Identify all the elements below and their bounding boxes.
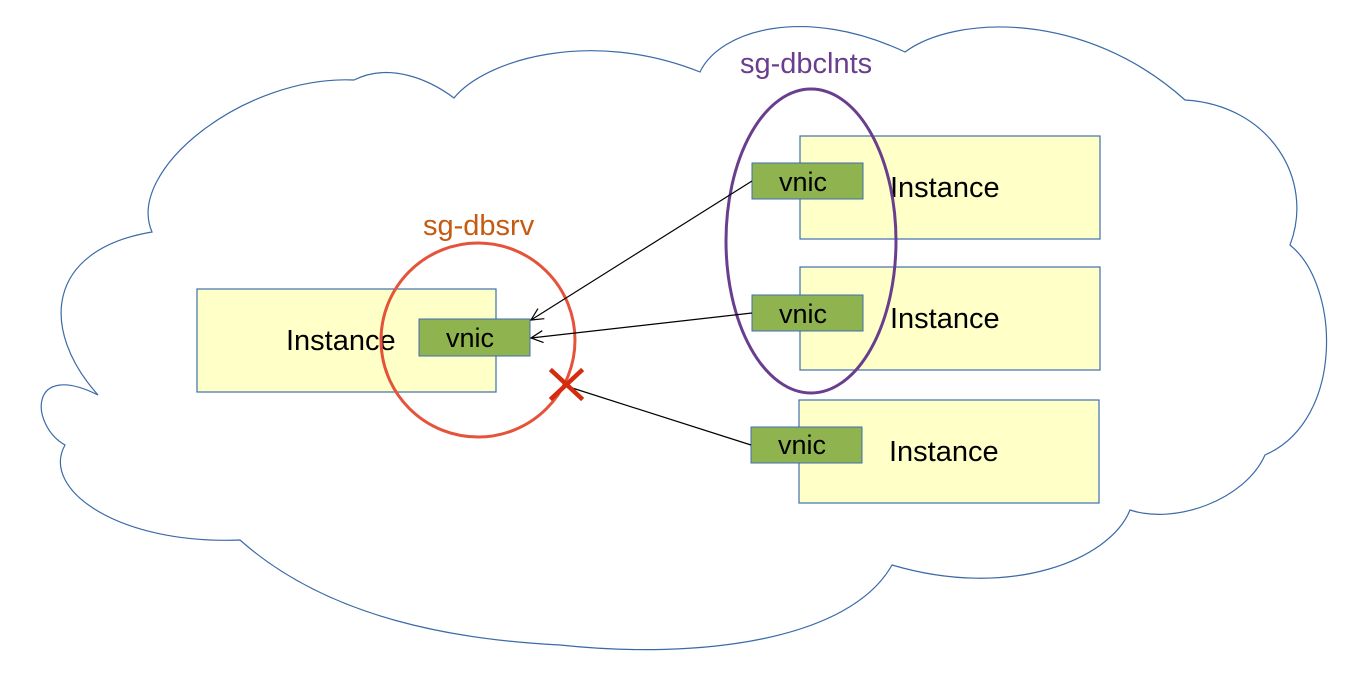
sg-dbsrv-label: sg-dbsrv <box>423 210 535 242</box>
sg-dbsrv-circle <box>379 241 577 439</box>
client-vnic-label-1: vnic <box>779 167 827 197</box>
client-vnic-label-3: vnic <box>778 430 826 460</box>
client-vnic-box-2 <box>751 294 864 332</box>
client-instance-label-1: Instance <box>890 172 1000 204</box>
cloud-shape <box>40 25 1328 651</box>
cloud-outline <box>40 25 1328 651</box>
sg-dbclnts-label: sg-dbclnts <box>740 48 872 80</box>
server-instance-label: Instance <box>286 325 396 357</box>
server-vnic-label: vnic <box>446 323 494 353</box>
client-vnic-label-2: vnic <box>779 299 827 329</box>
connection-arrow-2 <box>531 312 753 338</box>
sg-dbclnts-ellipse <box>724 87 898 395</box>
client-vnic-box-3 <box>750 426 863 464</box>
client-instance-label-3: Instance <box>889 436 999 468</box>
x-mark-icon <box>548 367 585 402</box>
connection-arrow-1 <box>531 180 753 320</box>
client-vnic-box-1 <box>751 162 864 200</box>
blocked-connection-line <box>565 385 752 446</box>
client-instance-label-2: Instance <box>890 303 1000 335</box>
